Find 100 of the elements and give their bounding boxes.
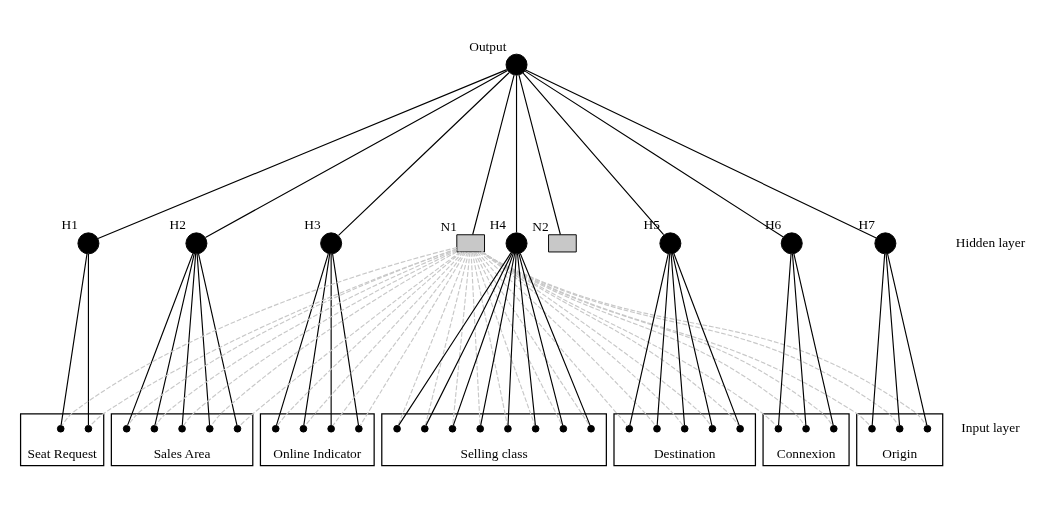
- node-circle: [868, 424, 876, 433]
- connector: [470, 251, 481, 426]
- connector: [424, 251, 470, 426]
- node-circle: [680, 424, 689, 433]
- connector: [673, 252, 740, 426]
- connector: [196, 252, 211, 426]
- connector: [519, 252, 591, 426]
- connector: [154, 252, 195, 426]
- node-label: H1: [61, 216, 78, 232]
- connector: [671, 252, 713, 426]
- connector: [330, 252, 332, 426]
- node-box: [456, 233, 485, 252]
- node-circle: [448, 424, 457, 433]
- connector: [480, 252, 516, 426]
- node-circle: [625, 424, 634, 433]
- node-circle: [802, 424, 810, 433]
- connector: [472, 251, 536, 426]
- node-label: H6: [764, 216, 782, 232]
- node-circle: [923, 424, 932, 433]
- node-label: H4: [489, 216, 507, 232]
- node-circle: [829, 424, 838, 433]
- label: Input layer: [961, 419, 1020, 435]
- connector: [97, 68, 508, 239]
- node-circle: [476, 424, 485, 433]
- node-circle: [56, 424, 65, 433]
- connector: [629, 252, 669, 426]
- node-label: Origin: [882, 445, 918, 461]
- connector: [516, 252, 536, 426]
- node-circle: [205, 424, 214, 433]
- connector: [793, 252, 834, 426]
- node-circle: [587, 424, 595, 433]
- node-circle: [355, 424, 363, 433]
- node-label: Selling class: [460, 445, 528, 461]
- connector: [397, 251, 469, 426]
- connector: [656, 252, 671, 426]
- node-label: Sales Area: [153, 445, 211, 461]
- connector: [304, 251, 464, 426]
- node-circle: [780, 231, 803, 254]
- node-circle: [299, 424, 308, 433]
- node-circle: [233, 424, 242, 433]
- node-label: H2: [169, 216, 186, 232]
- connector: [474, 251, 563, 426]
- connector: [886, 252, 928, 426]
- node-circle: [774, 424, 783, 433]
- connector: [425, 252, 513, 426]
- cluster: [110, 412, 254, 466]
- node-circle: [320, 231, 343, 254]
- node-circle: [874, 231, 897, 254]
- label: Hidden layer: [955, 234, 1026, 250]
- cluster: [613, 412, 757, 466]
- node-circle: [559, 424, 568, 433]
- node-label: N1: [440, 218, 457, 234]
- connector: [337, 71, 510, 236]
- node-circle: [505, 53, 528, 76]
- cluster: [381, 412, 607, 466]
- connector: [515, 74, 518, 233]
- connector: [127, 252, 194, 426]
- connector: [87, 252, 89, 426]
- node-circle: [393, 424, 401, 433]
- node-label: Online Indicator: [273, 445, 362, 461]
- connector: [303, 252, 331, 426]
- connector: [524, 70, 784, 238]
- connector: [525, 68, 877, 239]
- node-circle: [271, 424, 280, 433]
- connector: [60, 252, 88, 426]
- connector: [452, 251, 471, 426]
- connector: [332, 251, 466, 426]
- node-circle: [327, 424, 335, 433]
- connector: [518, 74, 561, 235]
- node-circle: [122, 424, 131, 433]
- node-circle: [420, 424, 429, 433]
- connector: [885, 252, 901, 426]
- node-circle: [504, 424, 512, 433]
- cluster: [762, 412, 850, 466]
- node-label: Connexion: [776, 445, 836, 461]
- connector: [518, 252, 564, 426]
- connector: [670, 252, 686, 426]
- connector: [472, 74, 515, 235]
- node-circle: [84, 424, 93, 433]
- node-circle: [150, 424, 159, 433]
- connector: [471, 251, 508, 426]
- node-circle: [178, 424, 186, 433]
- connector: [276, 251, 462, 426]
- node-label: N2: [532, 218, 549, 234]
- node-circle: [736, 424, 744, 433]
- node-circle: [653, 424, 661, 433]
- connector: [475, 251, 591, 426]
- connector: [871, 252, 886, 426]
- node-box: [548, 233, 577, 252]
- connector: [275, 252, 329, 426]
- node-circle: [185, 231, 208, 254]
- node-circle: [77, 231, 100, 254]
- connector: [452, 252, 514, 426]
- connector: [522, 72, 665, 235]
- connector: [777, 252, 792, 426]
- node-circle: [531, 424, 540, 433]
- cluster: [259, 412, 375, 466]
- node-label: Output: [469, 38, 507, 54]
- node-circle: [659, 231, 682, 254]
- node-label: H3: [304, 216, 321, 232]
